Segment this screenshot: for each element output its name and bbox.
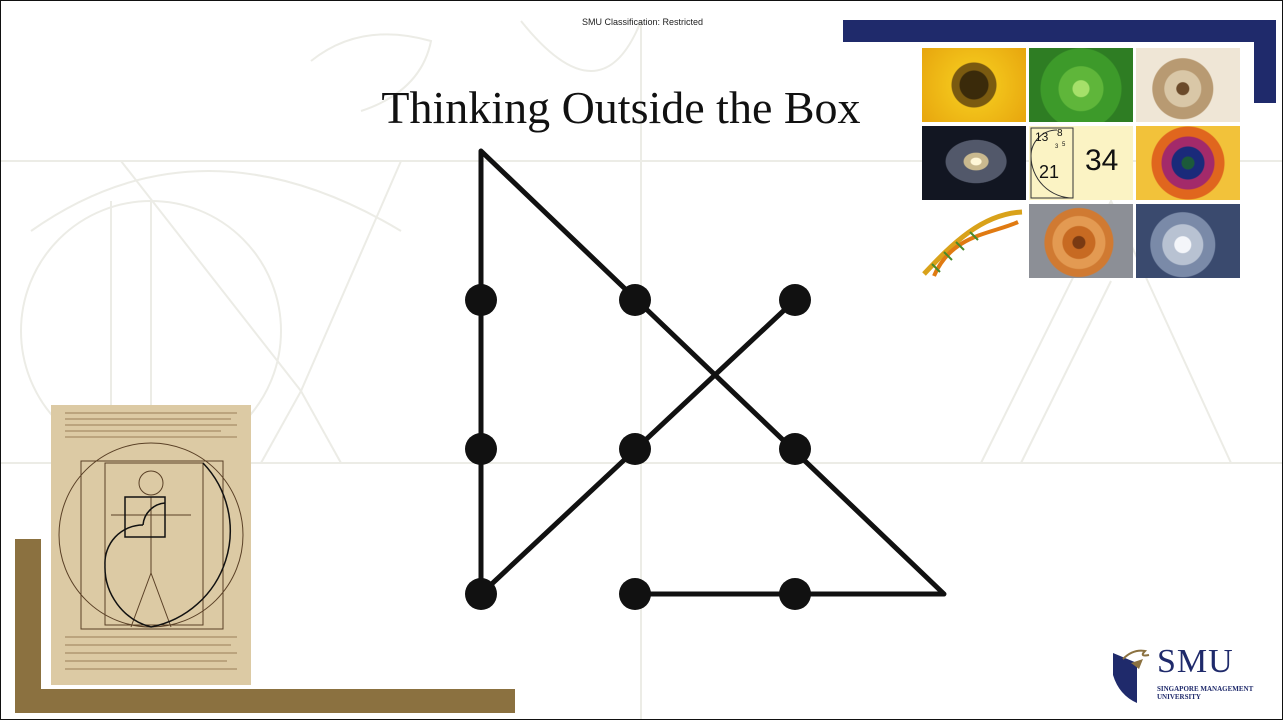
dot [779, 284, 811, 316]
gold-accent-bar [15, 689, 515, 713]
dot [779, 578, 811, 610]
dot [619, 284, 651, 316]
gold-accent-side [15, 539, 41, 713]
nautilus-shell-image [1136, 48, 1240, 122]
dot [779, 433, 811, 465]
fibonacci-numbers-image: 13 8 5 3 21 34 [1029, 126, 1133, 200]
hurricane-image [1136, 204, 1240, 278]
dot [619, 578, 651, 610]
dot [465, 578, 497, 610]
dot [465, 433, 497, 465]
logo-wordmark: SMU [1157, 643, 1234, 681]
sunflower-image [922, 48, 1026, 122]
flower-spiral-image [1136, 126, 1240, 200]
galaxy-image [922, 126, 1026, 200]
logo-subtitle: SINGAPORE MANAGEMENT UNIVERSITY [1157, 685, 1253, 701]
ammonite-shell-image [1029, 204, 1133, 278]
dna-helix-image [922, 204, 1026, 278]
smu-lion-logo [1109, 645, 1155, 705]
dot [465, 284, 497, 316]
smu-logo: SMU SINGAPORE MANAGEMENT UNIVERSITY [1109, 639, 1274, 709]
succulent-spiral-image [1029, 48, 1133, 122]
dot [619, 433, 651, 465]
vitruvian-man-image [51, 405, 251, 685]
